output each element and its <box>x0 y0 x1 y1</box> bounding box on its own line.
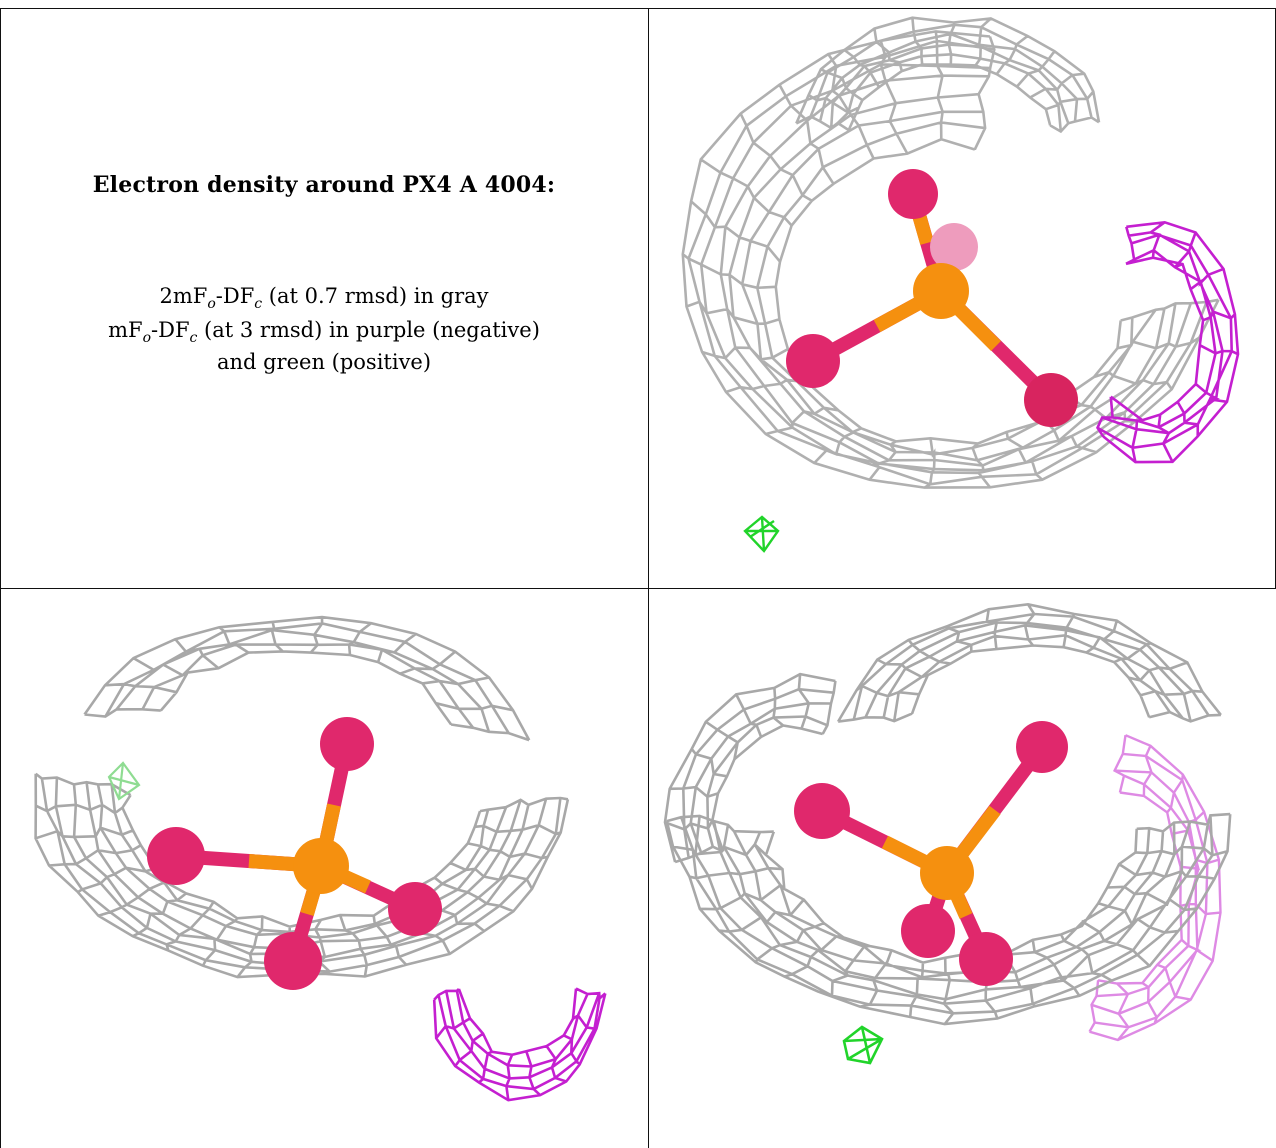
oxygen-atom <box>794 783 850 839</box>
oxygen-atom <box>320 717 374 771</box>
mesh-lines <box>665 812 1232 1026</box>
mesh-lines <box>795 16 1101 134</box>
phosphate-molecule <box>794 721 1068 986</box>
oxygen-atom <box>1024 373 1078 427</box>
purple-mesh <box>1096 220 1240 464</box>
phosphate-molecule <box>786 169 1078 427</box>
mesh-lines <box>83 615 531 742</box>
view-bottom-left <box>34 615 607 1102</box>
phosphate-molecule <box>147 717 442 990</box>
oxygen-atom <box>959 932 1013 986</box>
mesh-lines <box>663 672 837 864</box>
oxygen-atom <box>147 827 205 885</box>
purple-mesh <box>432 987 607 1102</box>
oxygen-atom <box>786 334 840 388</box>
mesh-lines <box>1096 220 1240 464</box>
view-bottom-right <box>663 602 1232 1065</box>
gray-mesh <box>663 602 1232 1026</box>
oxygen-atom <box>1016 721 1068 773</box>
legend-line-gray: 2mFo-DFc (at 0.7 rmsd) in gray <box>159 284 489 313</box>
legend-title: Electron density around PX4 A 4004: <box>92 172 556 198</box>
frame-top <box>0 8 1276 9</box>
view-top-right <box>681 16 1240 553</box>
mesh-lines <box>836 602 1222 723</box>
frame-middle-vertical <box>648 8 649 1148</box>
phosphorus-atom <box>913 263 969 319</box>
oxygen-atom <box>901 904 955 958</box>
phosphorus-atom <box>920 846 974 900</box>
oxygen-atom <box>264 932 322 990</box>
oxygen-atom <box>930 223 978 271</box>
gray-mesh <box>34 615 570 979</box>
oxygen-atom <box>888 169 938 219</box>
frame-left <box>0 8 1 1148</box>
green-mesh <box>107 761 141 801</box>
green-mesh <box>743 515 780 553</box>
legend-line-purple: mFo-DFc (at 3 rmsd) in purple (negative) <box>108 318 540 347</box>
green-mesh <box>842 1025 884 1065</box>
legend-panel: Electron density around PX4 A 4004: 2mFo… <box>0 0 648 588</box>
legend-line-green: and green (positive) <box>216 350 432 374</box>
phosphorus-atom <box>293 838 349 894</box>
oxygen-atom <box>388 882 442 936</box>
frame-middle-horizontal <box>0 588 1276 589</box>
mesh-lines <box>432 987 607 1102</box>
